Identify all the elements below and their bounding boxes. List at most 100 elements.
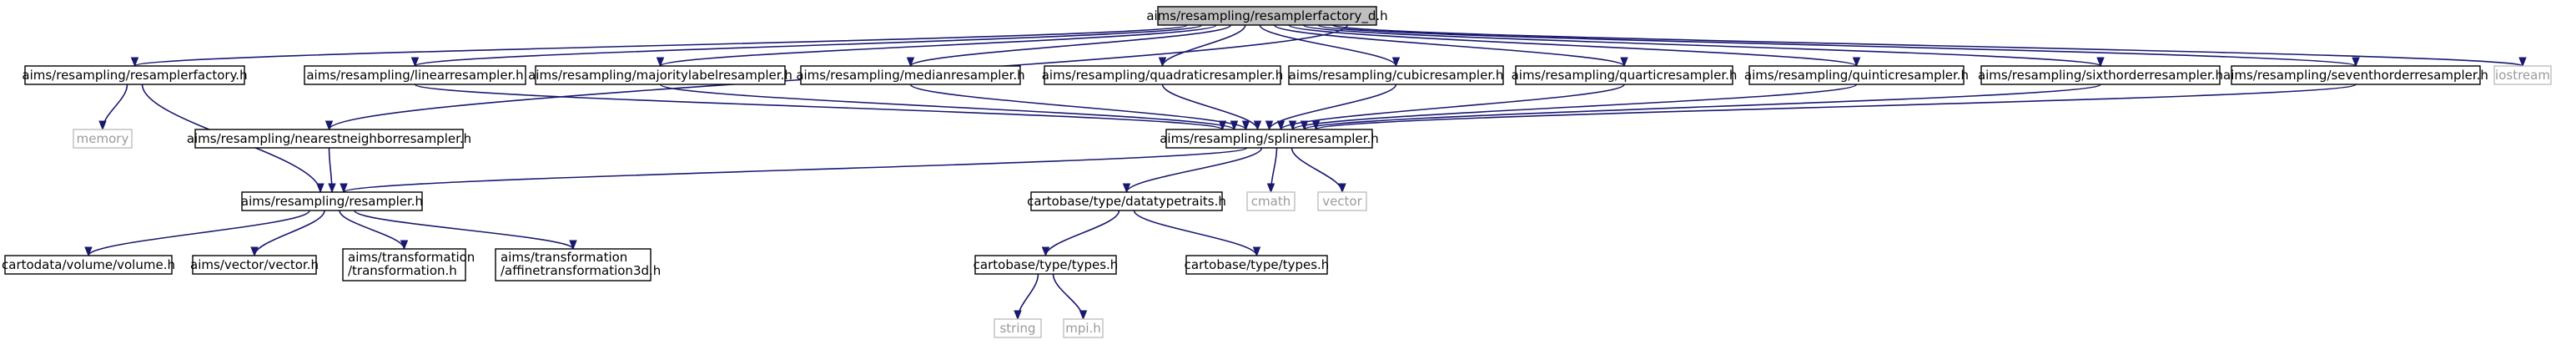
edge-quart-to-spline: [1276, 84, 1625, 131]
node-box: [1044, 65, 1281, 85]
node-sixth[interactable]: aims/resampling/sixthorderresampler.h: [1978, 65, 2223, 85]
edge-rf-to-memory: [98, 84, 128, 131]
node-box: [2493, 65, 2552, 85]
edge-quint-to-spline: [1288, 84, 1858, 131]
edge-med-to-spline: [909, 84, 1250, 131]
edge-res-to-vec: [250, 210, 325, 257]
node-label: memory: [77, 131, 129, 146]
node-types1[interactable]: cartobase/type/types.h: [974, 255, 1119, 275]
node-label: aims/resampling/quinticresampler.h: [1744, 68, 1969, 83]
node-label: aims/resampling/quadraticresampler.h: [1042, 68, 1284, 83]
node-label: aims/resampling/resamplerfactory.h: [22, 68, 247, 83]
node-iostream: iostream: [2493, 65, 2552, 85]
node-box: [1185, 255, 1328, 275]
node-label: cmath: [1251, 194, 1291, 209]
node-root: aims/resampling/resamplerfactory_d.h: [1146, 6, 1388, 26]
edge-types1-to-mpi: [1052, 273, 1088, 321]
node-label: aims/resampling/majoritylabelresampler.h: [528, 68, 792, 83]
edge-spline-to-dtt: [1122, 147, 1263, 194]
node-vector: vector: [1317, 191, 1367, 211]
node-label: aims/vector/vector.h: [190, 257, 319, 272]
node-box: [1165, 129, 1373, 149]
node-cmath: cmath: [1246, 191, 1296, 211]
node-mpi: mpi.h: [1063, 318, 1104, 338]
node-maj[interactable]: aims/resampling/majoritylabelresampler.h: [528, 65, 792, 85]
node-label: string: [999, 321, 1035, 336]
edge-root-to-lin: [410, 24, 1203, 68]
node-box: [1317, 191, 1367, 211]
node-box: [1063, 318, 1104, 338]
edge-sixth-to-spline: [1300, 84, 2101, 131]
node-box: [535, 65, 786, 85]
node-box: [241, 191, 423, 211]
node-label: aims/resampling/quarticresampler.h: [1512, 68, 1738, 83]
node-label: iostream: [2495, 68, 2550, 83]
node-vol[interactable]: cartodata/volume/volume.h: [2, 255, 175, 275]
node-label: cartobase/type/types.h: [1185, 257, 1330, 272]
node-label: /affinetransformation3d.h: [501, 263, 661, 278]
edge-root-to-quint: [1288, 24, 1861, 68]
node-label: aims/resampling/nearestneighborresampler…: [187, 131, 471, 146]
edge-root-to-iostream: [1331, 24, 2527, 68]
node-label: cartodata/volume/volume.h: [2, 257, 175, 272]
node-box: [24, 65, 245, 85]
node-quad[interactable]: aims/resampling/quadraticresampler.h: [1042, 65, 1284, 85]
edge-res-to-affine: [354, 210, 577, 251]
node-box: [342, 248, 466, 281]
node-vec[interactable]: aims/vector/vector.h: [190, 255, 319, 275]
node-label: aims/transformation: [348, 250, 475, 265]
edge-root-to-cub: [1259, 24, 1401, 68]
edge-maj-to-spline: [659, 84, 1239, 131]
node-trans[interactable]: aims/transformation/transformation.h: [342, 248, 475, 281]
edge-cub-to-spline: [1265, 84, 1397, 131]
node-label: mpi.h: [1065, 321, 1101, 336]
node-label: cartobase/type/types.h: [974, 257, 1119, 272]
edge-root-to-rf: [130, 24, 1188, 68]
node-label: aims/resampling/sixthorderresampler.h: [1978, 68, 2223, 83]
node-spline[interactable]: aims/resampling/splineresampler.h: [1160, 129, 1379, 149]
node-label: aims/resampling/splineresampler.h: [1160, 131, 1379, 146]
node-box: [2231, 65, 2481, 85]
edge-spline-to-cmath: [1266, 147, 1278, 194]
node-seventh[interactable]: aims/resampling/seventhorderresampler.h: [2223, 65, 2488, 85]
edge-root-to-sixth: [1302, 24, 2105, 68]
node-label: aims/resampling/resampler.h: [241, 194, 423, 209]
node-rf[interactable]: aims/resampling/resamplerfactory.h: [22, 65, 248, 85]
node-quint[interactable]: aims/resampling/quinticresampler.h: [1744, 65, 1969, 85]
node-label: /transformation.h: [348, 263, 457, 278]
node-string: string: [994, 318, 1042, 338]
edge-types1-to-string: [1014, 273, 1039, 321]
node-memory: memory: [73, 129, 133, 149]
node-label: aims/resampling/cubicresampler.h: [1289, 68, 1504, 83]
node-box: [1980, 65, 2221, 85]
node-affine[interactable]: aims/transformation/affinetransformation…: [495, 248, 661, 281]
edge-root-to-quart: [1273, 24, 1628, 68]
node-types2[interactable]: cartobase/type/types.h: [1185, 255, 1330, 275]
edge-seventh-to-spline: [1311, 84, 2357, 131]
node-box: [4, 255, 173, 275]
edge-dtt-to-types2: [1133, 210, 1261, 257]
node-label: cartobase/type/datatypetraits.h: [1027, 194, 1226, 209]
node-lin[interactable]: aims/resampling/linearresampler.h: [304, 65, 526, 85]
node-cub[interactable]: aims/resampling/cubicresampler.h: [1288, 65, 1504, 85]
node-dtt[interactable]: cartobase/type/datatypetraits.h: [1027, 191, 1226, 211]
edge-dtt-to-types1: [1041, 210, 1120, 257]
node-label: aims/resampling/medianresampler.h: [796, 68, 1024, 83]
node-res[interactable]: aims/resampling/resampler.h: [241, 191, 423, 211]
node-label: aims/resampling/resamplerfactory_d.h: [1146, 8, 1387, 24]
node-nn[interactable]: aims/resampling/nearestneighborresampler…: [187, 129, 471, 149]
node-quart[interactable]: aims/resampling/quarticresampler.h: [1512, 65, 1738, 85]
node-box: [194, 129, 464, 149]
edge-spline-to-vector: [1291, 147, 1346, 194]
edge-root-to-maj: [656, 24, 1217, 68]
node-box: [192, 255, 317, 275]
edge-res-to-vol: [84, 210, 310, 257]
node-box: [1515, 65, 1733, 85]
node-box: [1288, 65, 1504, 85]
node-label: aims/transformation: [501, 250, 627, 265]
edge-nn-to-res: [328, 147, 336, 194]
node-med[interactable]: aims/resampling/medianresampler.h: [796, 65, 1025, 85]
edge-root-to-med: [906, 24, 1232, 68]
node-box: [304, 65, 526, 85]
